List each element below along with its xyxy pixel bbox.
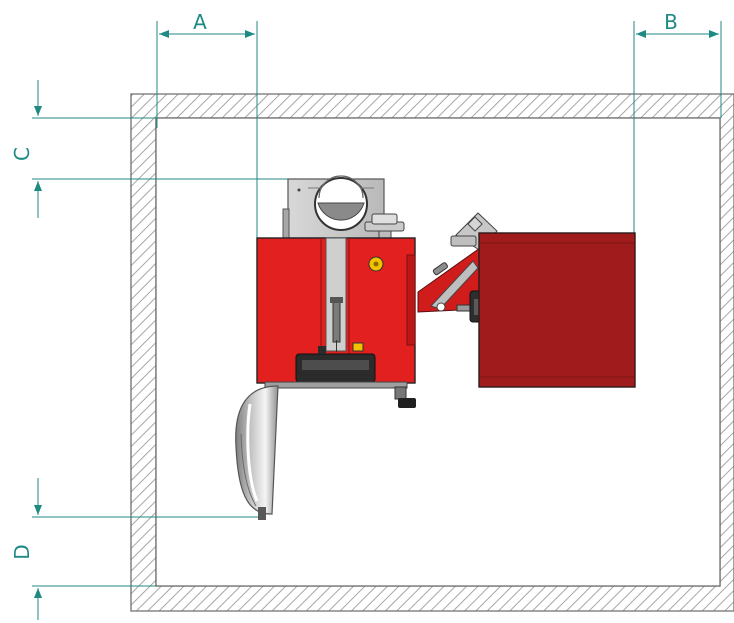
boiler-main-body: [256, 237, 416, 384]
dimension-label-d: D: [10, 544, 34, 559]
base-foot: [394, 386, 407, 400]
boiler-assembly: [235, 175, 636, 520]
room-walls: [130, 93, 734, 612]
dimension-label-c: C: [10, 147, 34, 161]
connector-auger: [417, 247, 484, 323]
dimension-label-a: A: [193, 10, 207, 34]
expansion-tank: [235, 385, 279, 520]
pipe-flange: [364, 213, 405, 240]
base-foot-bolt: [398, 398, 416, 408]
dimension-lines: [32, 21, 722, 620]
dimension-label-b: B: [664, 10, 678, 34]
pellet-silo: [478, 232, 636, 388]
base-rail: [264, 381, 408, 389]
